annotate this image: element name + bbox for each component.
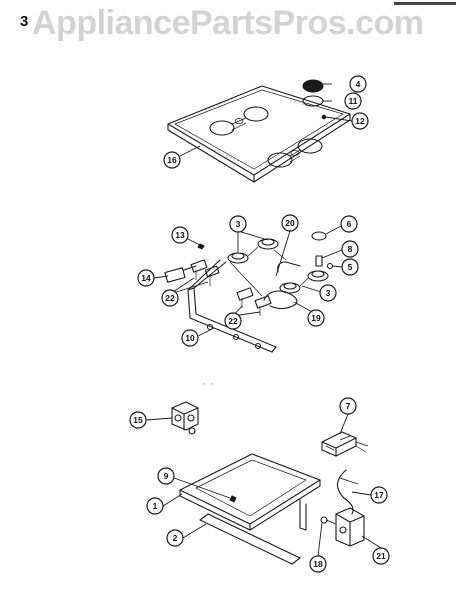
svg-text:3: 3 [326, 288, 331, 298]
burner-ring [302, 95, 324, 107]
igniter-cap [311, 231, 327, 241]
svg-text:7: 7 [346, 401, 351, 411]
harness-clip [339, 477, 359, 485]
mount-bracket [299, 499, 307, 531]
callout-16: 16 [163, 151, 181, 169]
watermark: AppliancePartsPros.com [32, 4, 424, 42]
svg-text:4: 4 [356, 79, 361, 89]
washer [320, 516, 328, 524]
igniter-module [321, 431, 369, 457]
svg-text:20: 20 [285, 218, 295, 228]
callout-15: 15 [129, 411, 147, 429]
svg-text:15: 15 [133, 415, 143, 425]
callout-3-b: 3 [319, 284, 337, 302]
callout-17: 17 [370, 486, 388, 504]
svg-text:5: 5 [348, 262, 353, 272]
callout-7: 7 [339, 397, 357, 415]
callout-5: 5 [341, 258, 359, 276]
callout-20: 20 [281, 214, 299, 232]
svg-text:11: 11 [349, 96, 358, 106]
callout-2: 2 [166, 529, 184, 547]
callout-10: 10 [181, 329, 199, 347]
cooktop-top-panel [167, 85, 351, 183]
rotisserie-motor [325, 507, 365, 547]
manifold-pipe [187, 259, 277, 353]
svg-text:19: 19 [311, 313, 321, 323]
burner-cap [302, 79, 324, 93]
top-burners [227, 238, 329, 294]
svg-text:21: 21 [376, 551, 386, 561]
panel-screw [229, 495, 237, 503]
svg-text:17: 17 [374, 490, 384, 500]
svg-text:10: 10 [185, 333, 195, 343]
callout-13: 13 [171, 226, 189, 244]
svg-text:22: 22 [228, 316, 238, 326]
svg-text:2: 2 [173, 533, 178, 543]
svg-text:22: 22 [165, 293, 175, 303]
svg-text:18: 18 [313, 559, 323, 569]
callout-19: 19 [307, 309, 325, 327]
burner-opening-front [267, 138, 323, 168]
callout-4: 4 [349, 75, 367, 93]
bottom-rail [199, 513, 301, 565]
orifice-holder [315, 255, 323, 267]
svg-text:14: 14 [141, 273, 151, 283]
header-rule [394, 2, 456, 5]
burner-opening-rear [209, 106, 269, 136]
svg-text:6: 6 [347, 219, 352, 229]
svg-text:1: 1 [153, 501, 158, 511]
control-box [171, 401, 199, 435]
page-number: 3 [20, 13, 29, 30]
callout-18: 18 [309, 555, 327, 573]
callout-22-a: 22 [161, 289, 179, 307]
callout-22-b: 22 [224, 312, 242, 330]
orifice-screw [326, 262, 334, 270]
callout-6: 6 [340, 215, 358, 233]
svg-text:16: 16 [167, 155, 177, 165]
callout-11: 11 [344, 92, 362, 110]
wire-harness [336, 469, 354, 515]
callout-1: 1 [146, 497, 164, 515]
callout-3-a: 3 [229, 215, 247, 233]
callout-21: 21 [372, 547, 390, 565]
leader-lines [145, 83, 382, 557]
callout-9: 9 [157, 467, 175, 485]
callout-8: 8 [341, 240, 359, 258]
valve-bracket [164, 265, 197, 283]
bottom-panel [179, 453, 321, 531]
svg-text:13: 13 [175, 230, 185, 240]
callout-12: 12 [351, 112, 369, 130]
svg-text:3: 3 [236, 219, 241, 229]
svg-text:12: 12 [355, 116, 365, 126]
gas-valves [190, 259, 272, 316]
svg-text:9: 9 [164, 471, 169, 481]
svg-text:8: 8 [348, 244, 353, 254]
callout-14: 14 [137, 269, 155, 287]
screw [321, 114, 327, 120]
